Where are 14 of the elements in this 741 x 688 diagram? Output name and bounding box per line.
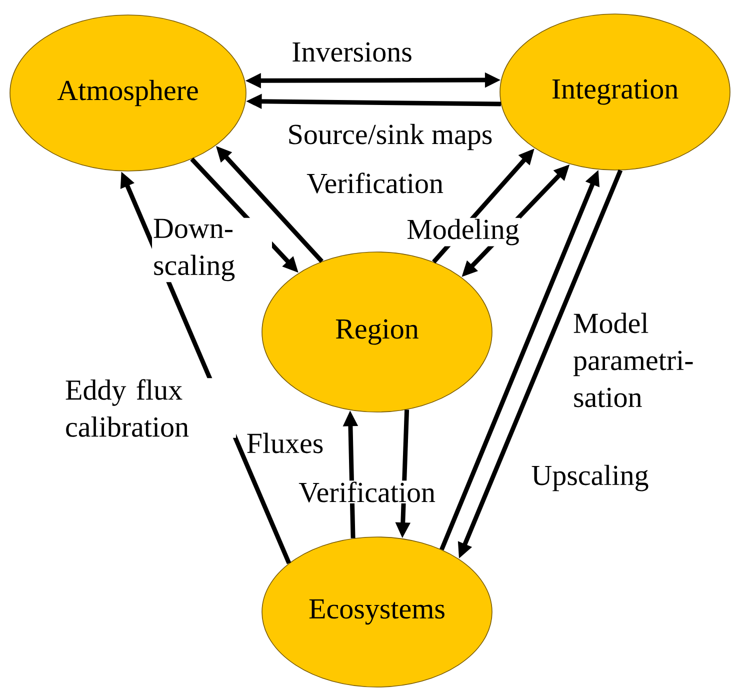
edge-label: Fluxes	[245, 432, 325, 454]
edge-label: Upscaling	[530, 464, 650, 492]
edge-label: Modeling	[406, 218, 520, 246]
edge-label: Verification	[298, 480, 436, 504]
edge-label: Down-scaling	[152, 218, 272, 282]
edge-label: Source/sink maps	[286, 122, 494, 152]
edge-label: Inversions	[290, 41, 414, 63]
ellipse-node: Integration	[500, 14, 730, 170]
edge-label: Eddy flux calibration	[64, 378, 236, 438]
edge-label: Model parametri-sation	[572, 312, 724, 408]
edge-label: Verification	[306, 172, 444, 194]
ellipse-node: Region	[262, 252, 492, 412]
ellipse-node: Ecosystems	[262, 536, 492, 688]
ellipse-node: Atmosphere	[10, 14, 246, 172]
